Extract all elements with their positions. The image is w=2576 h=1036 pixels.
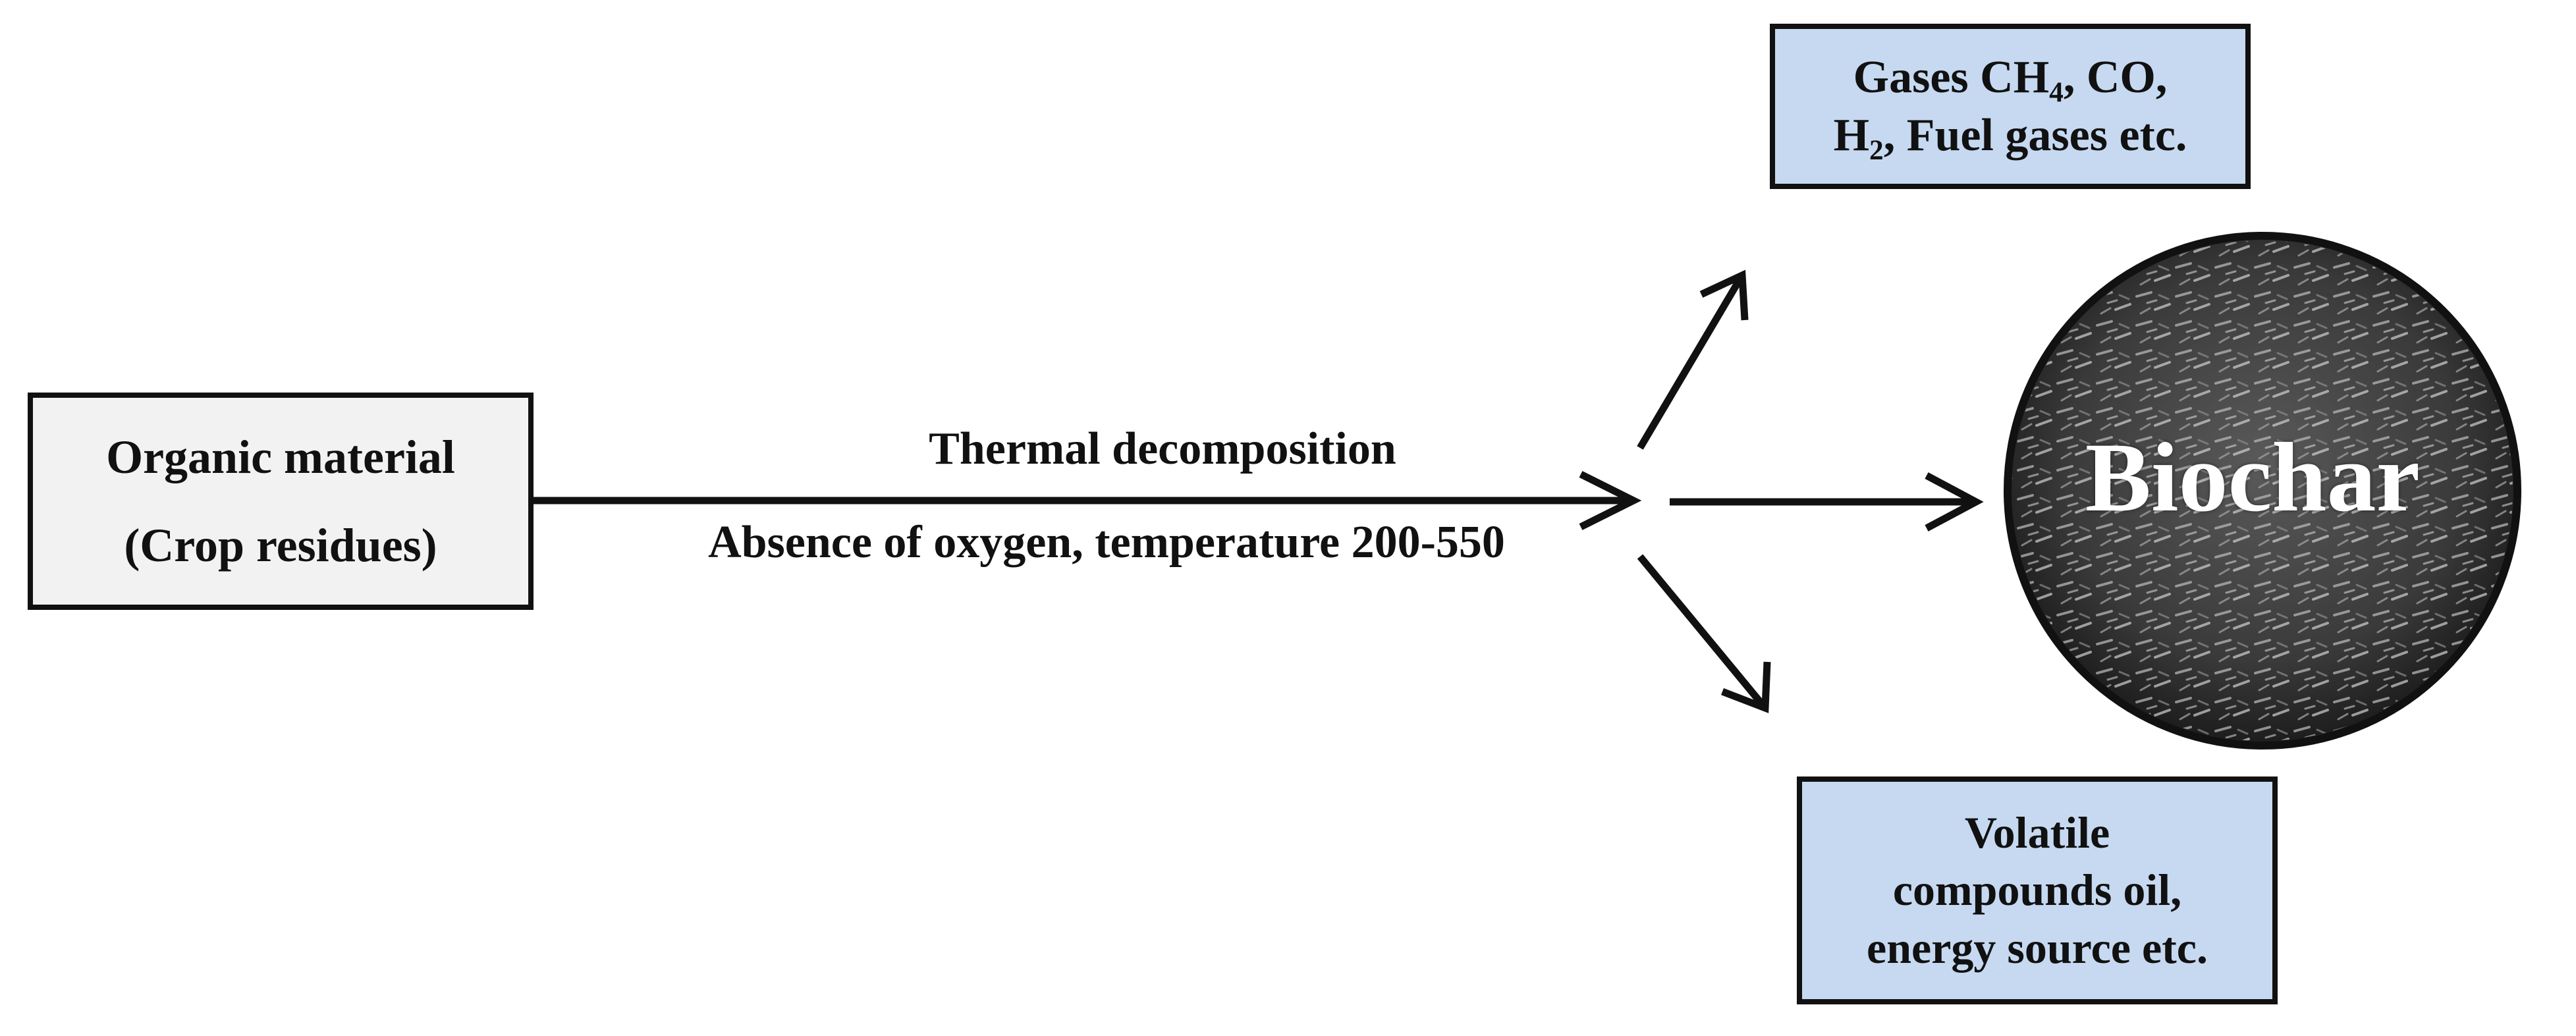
process-label-thermal: Thermal decomposition — [929, 423, 1396, 474]
process-label-conditions: Absence of oxygen, temperature 200-550 — [708, 517, 1505, 568]
gases-line-2-suffix: , Fuel gases etc. — [1883, 109, 2187, 161]
biochar-arrow-head — [1925, 472, 1984, 532]
organic-material-box: Organic material (Crop residues) — [28, 393, 534, 610]
biochar-label: Biochar — [2085, 423, 2421, 532]
volatile-output-box: Volatile compounds oil, energy source et… — [1797, 777, 2278, 1004]
biochar-texture — [2012, 240, 2513, 741]
gases-line-1: Gases CH4, CO, — [1853, 49, 2168, 107]
volatile-arrow-head — [1721, 661, 1771, 713]
gases-arrow-head — [1699, 269, 1749, 321]
volatile-line-1: Volatile — [1964, 807, 2110, 858]
gases-line-2: H2, Fuel gases etc. — [1834, 107, 2187, 165]
gases-line-2-text: H — [1833, 109, 1870, 161]
volatile-line-3: energy source etc. — [1867, 922, 2208, 973]
input-line-2: (Crop residues) — [124, 519, 437, 572]
main-arrow-head — [1579, 471, 1642, 530]
gases-arrow-line — [1637, 273, 1745, 450]
gases-output-box: Gases CH4, CO, H2, Fuel gases etc. — [1770, 24, 2251, 189]
gases-line-1-suffix: , CO, — [2063, 52, 2168, 103]
volatile-arrow-line — [1637, 554, 1768, 711]
volatile-line-2: compounds oil, — [1892, 865, 2182, 915]
input-line-1: Organic material — [106, 431, 455, 483]
hydrogen-subscript: 2 — [1869, 134, 1884, 166]
gases-line-1-text: Gases CH — [1853, 52, 2050, 103]
methane-subscript: 4 — [2049, 76, 2064, 108]
